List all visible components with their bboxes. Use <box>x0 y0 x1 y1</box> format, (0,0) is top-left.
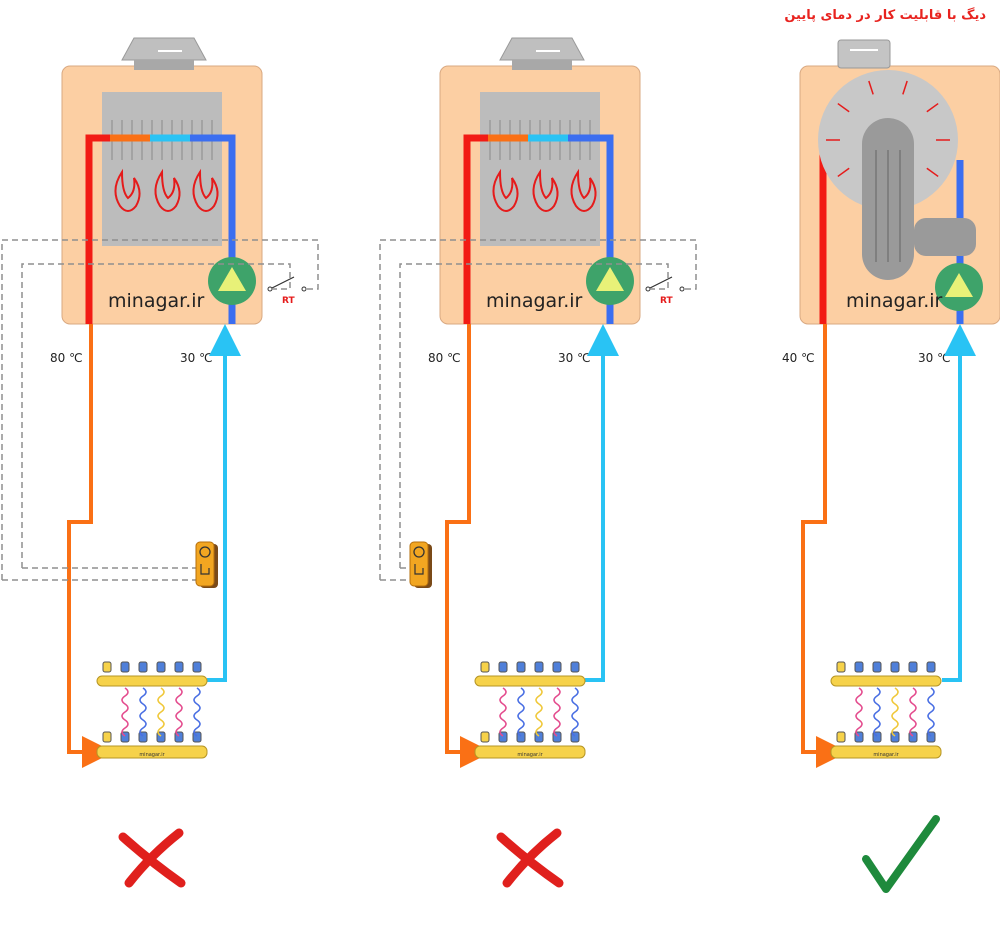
flame-icon <box>532 168 559 212</box>
manifold-top-bar <box>830 675 942 687</box>
flue-icon <box>499 37 585 70</box>
flue-icon <box>121 37 207 70</box>
heat-exchanger-icon <box>102 92 222 246</box>
brand-label: minagar.ir <box>108 290 205 312</box>
thermostat-label: RT <box>660 296 674 306</box>
control-wire <box>21 263 291 568</box>
pump-icon <box>208 257 256 305</box>
floor-loop <box>873 687 881 737</box>
thermostat-icon: RT <box>645 276 685 306</box>
supply-pipe <box>801 324 848 768</box>
return-temp: 30 ℃ <box>918 351 951 365</box>
manifold-top-bar <box>474 675 586 687</box>
control-wire <box>379 239 697 580</box>
supply-temp: 80 ℃ <box>50 351 83 365</box>
check-icon <box>862 815 940 893</box>
mixing-valve-icon <box>409 541 432 588</box>
flue-icon <box>837 39 891 69</box>
thermostat-label: RT <box>282 296 296 306</box>
floor-loop <box>175 687 183 737</box>
supply-pipe <box>67 324 114 768</box>
control-wire <box>399 263 669 568</box>
flame-icon <box>570 168 597 212</box>
manifold-label: minagar.ir <box>873 752 899 758</box>
return-temp: 30 ℃ <box>180 351 213 365</box>
panel-3: minagar.ir 40 ℃ 30 ℃ minagar.ir <box>782 39 1000 893</box>
manifold-icon: minagar.ir <box>96 661 208 759</box>
floor-loop <box>571 687 579 737</box>
return-pipe <box>207 324 241 682</box>
floor-loop <box>499 687 507 737</box>
flame-icon <box>192 168 219 212</box>
floor-loop <box>891 687 899 737</box>
floor-loop <box>193 687 201 737</box>
manifold-top-bar <box>96 675 208 687</box>
manifold-label: minagar.ir <box>517 752 543 758</box>
pump-icon <box>935 263 983 311</box>
supply-pipe <box>445 324 492 768</box>
floor-loop <box>121 687 129 737</box>
heat-exchanger-icon <box>480 92 600 246</box>
diagram-title: دیگ با قابلیت کار در دمای پایین <box>784 8 986 23</box>
manifold-icon: minagar.ir <box>830 661 942 759</box>
return-temp: 30 ℃ <box>558 351 591 365</box>
pump-icon <box>586 257 634 305</box>
manifold-bottom-bar <box>474 745 586 759</box>
floor-loop <box>517 687 525 737</box>
cross-icon <box>118 828 186 888</box>
supply-temp: 80 ℃ <box>428 351 461 365</box>
brand-label: minagar.ir <box>486 290 583 312</box>
floor-loop <box>535 687 543 737</box>
flame-icon <box>154 168 181 212</box>
thermostat-icon: RT <box>267 276 307 306</box>
fan-icon <box>914 218 976 256</box>
floor-loop <box>157 687 165 737</box>
floor-loop <box>927 687 935 737</box>
mixing-valve-icon <box>195 541 218 588</box>
hot-pipe <box>463 134 488 324</box>
flame-icon <box>114 168 141 212</box>
panel-2: RT minagar.ir 80 ℃ 30 ℃ minagar.ir <box>379 37 697 888</box>
floor-loop <box>139 687 147 737</box>
floor-loop <box>553 687 561 737</box>
control-wire <box>1 239 319 580</box>
cross-icon <box>496 828 564 888</box>
floor-loop <box>855 687 863 737</box>
manifold-bottom-bar <box>830 745 942 759</box>
hot-pipe <box>85 134 110 324</box>
manifold-label: minagar.ir <box>139 752 165 758</box>
return-pipe <box>585 324 619 682</box>
brand-label: minagar.ir <box>846 290 943 312</box>
supply-temp: 40 ℃ <box>782 351 815 365</box>
manifold-icon: minagar.ir <box>474 661 586 759</box>
floor-loop <box>909 687 917 737</box>
panel-1: RT minagar.ir 80 ℃ 30 ℃ minagar.ir <box>1 37 319 888</box>
manifold-bottom-bar <box>96 745 208 759</box>
return-pipe <box>942 324 976 682</box>
flame-icon <box>492 168 519 212</box>
